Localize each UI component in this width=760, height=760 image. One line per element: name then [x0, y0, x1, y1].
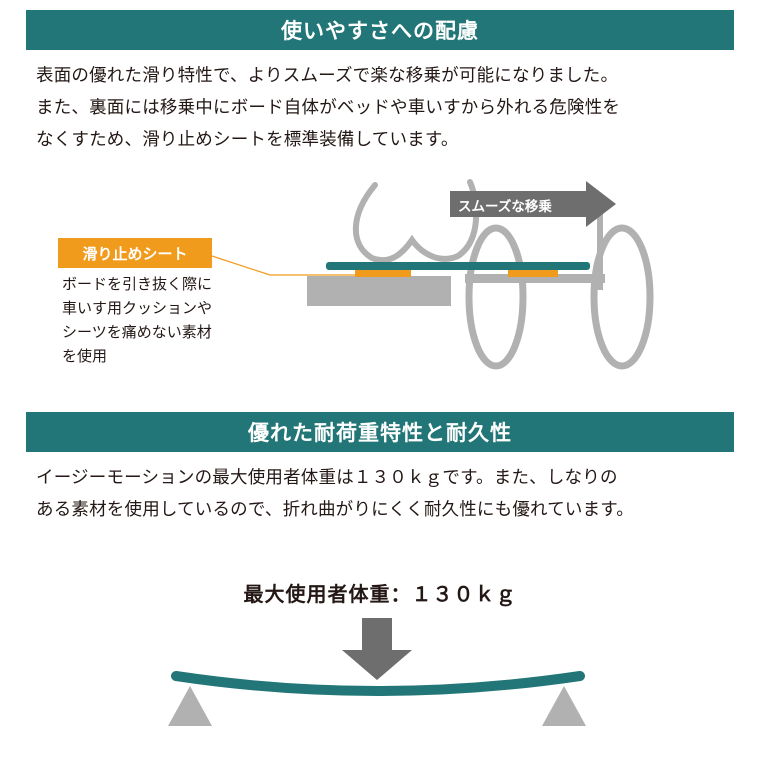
person-legs-outline	[352, 179, 480, 263]
anti-slip-sheet-right	[508, 269, 558, 277]
transfer-board	[326, 262, 590, 270]
smooth-transfer-label: スムーズな移乗	[458, 192, 588, 218]
flexing-board	[171, 671, 585, 696]
load-bearing-illustration	[168, 618, 586, 726]
section-title-usability-text: 使いやすさへの配慮	[281, 19, 479, 43]
anti-slip-sheet-label-text: 滑り止めシート	[82, 244, 188, 263]
usability-line-3: なくすため、滑り止めシートを標準装備しています。	[36, 130, 459, 150]
load-description: イージーモーションの最大使用者体重は１３０ｋｇです。また、しなりの ある素材を使…	[36, 462, 736, 526]
anti-slip-line-4: を使用	[62, 347, 108, 365]
usability-line-2: また、裏面には移乗中にボード自体がベッドや車いすから外れる危険性を	[36, 98, 621, 118]
wheelchair-seat-rail	[465, 274, 605, 283]
anti-slip-sheet-label: 滑り止めシート	[58, 238, 212, 268]
wheelchair-rear-wheel	[590, 224, 654, 370]
anti-slip-sheet-left	[355, 269, 411, 277]
max-user-weight-text: 最大使用者体重：１３０ｋｇ	[243, 582, 517, 606]
smooth-transfer-arrow	[450, 181, 616, 227]
wheelchair-front-wheel	[465, 224, 527, 370]
usability-line-1: 表面の優れた滑り特性で、よりスムーズで楽な移乗が可能になりました。	[36, 66, 619, 86]
anti-slip-line-1: ボードを引き抜く際に	[62, 275, 213, 293]
section-title-load-durability: 優れた耐荷重特性と耐久性	[26, 412, 734, 452]
load-down-arrow	[342, 618, 412, 680]
callout-leader-line	[211, 255, 271, 276]
anti-slip-line-2: 車いす用クッションや	[62, 299, 213, 317]
usability-description: 表面の優れた滑り特性で、よりスムーズで楽な移乗が可能になりました。 また、裏面に…	[36, 60, 736, 156]
smooth-transfer-label-text: スムーズな移乗	[458, 199, 552, 215]
load-line-2: ある素材を使用しているので、折れ曲がりにくく耐久性にも優れています。	[36, 500, 634, 520]
section-title-usability: 使いやすさへの配慮	[26, 10, 734, 50]
load-line-1: イージーモーションの最大使用者体重は１３０ｋｇです。また、しなりの	[36, 468, 618, 488]
transfer-board-illustration	[211, 179, 654, 370]
bed-block	[307, 276, 451, 306]
right-support-triangle	[542, 686, 586, 726]
section-title-load-durability-text: 優れた耐荷重特性と耐久性	[248, 421, 512, 445]
anti-slip-line-3: シーツを痛めない素材	[62, 323, 212, 341]
max-user-weight: 最大使用者体重：１３０ｋｇ	[0, 578, 760, 607]
anti-slip-sheet-description: ボードを引き抜く際に 車いす用クッションや シーツを痛めない素材 を使用	[62, 272, 262, 368]
left-support-triangle	[168, 686, 212, 726]
